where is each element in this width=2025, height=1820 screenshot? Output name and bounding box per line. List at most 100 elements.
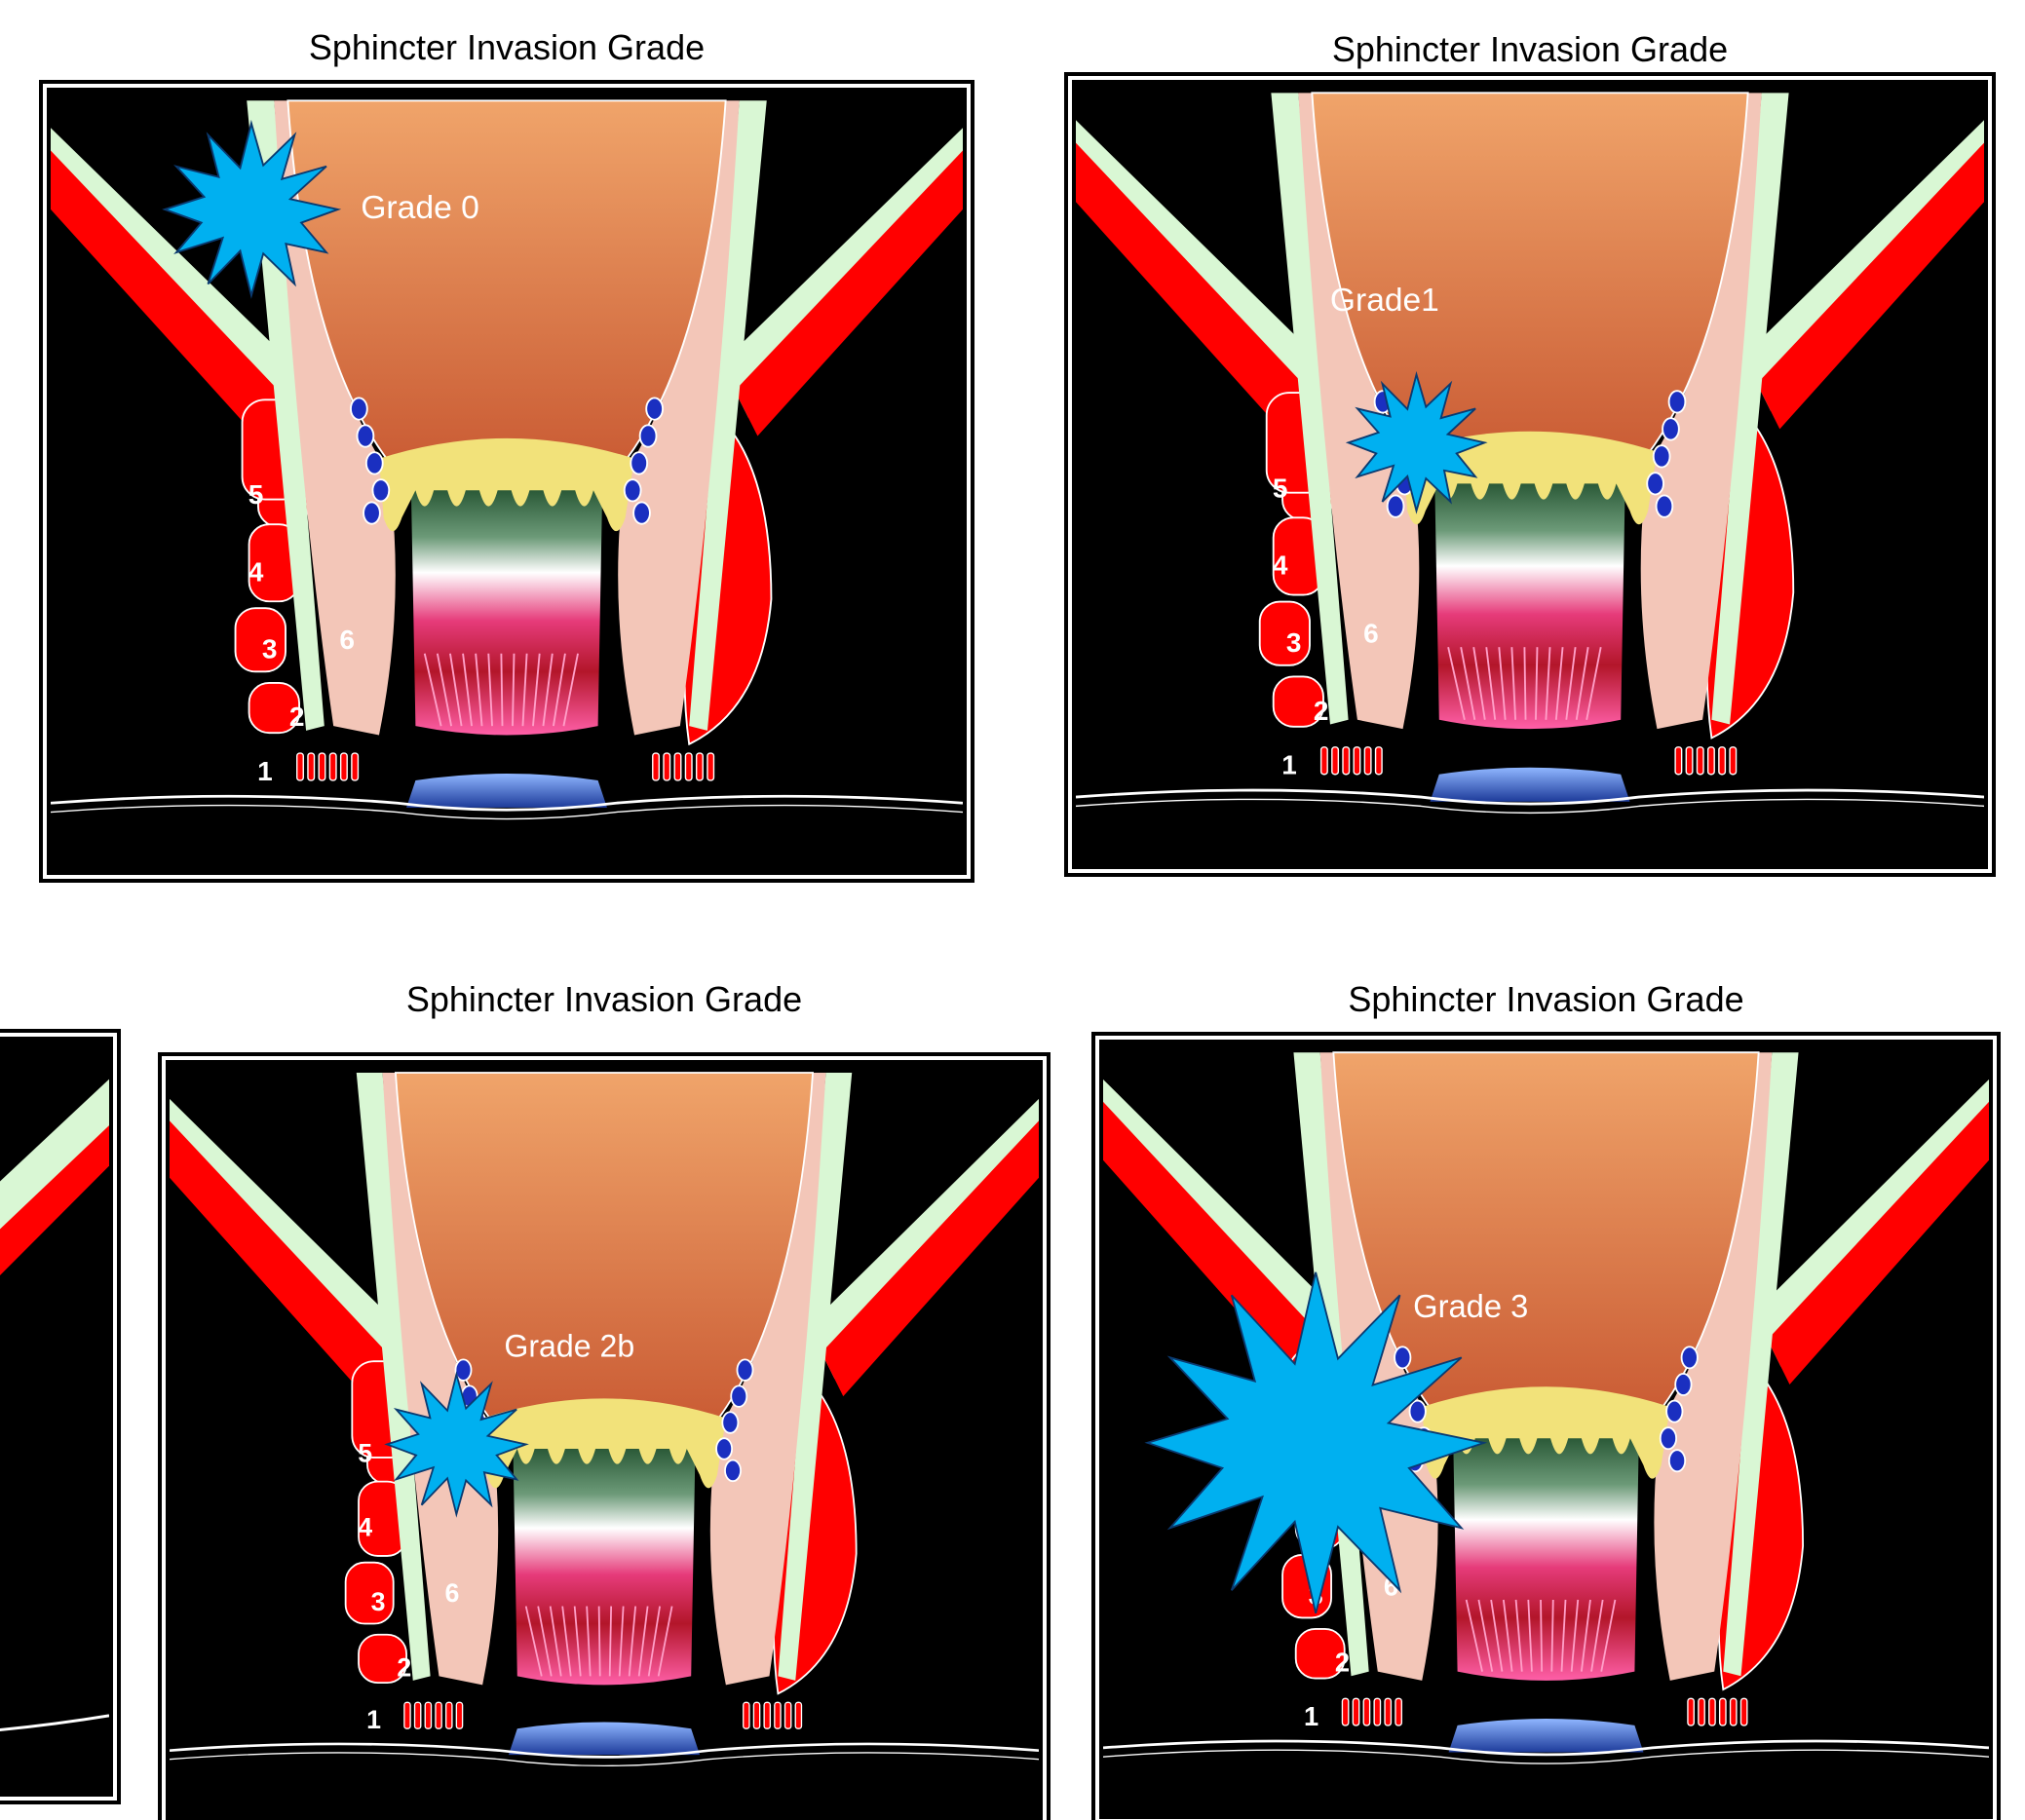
subcutaneous-sphincter-bar bbox=[685, 753, 692, 780]
vascular-cushion bbox=[722, 1412, 738, 1433]
vascular-cushion bbox=[737, 1359, 752, 1381]
panel-grade-2b: Sphincter Invasion Grade 123456Grade 2b bbox=[166, 979, 1043, 1817]
subcutaneous-sphincter-bar bbox=[456, 1702, 462, 1728]
subcutaneous-sphincter-bar bbox=[297, 753, 304, 780]
subcutaneous-sphincter-bar bbox=[1719, 747, 1726, 775]
subcutaneous-sphincter-bar bbox=[1688, 1698, 1694, 1725]
subcutaneous-sphincter-bar bbox=[1364, 747, 1371, 775]
layer-number-5: 5 bbox=[248, 479, 264, 510]
perianal-skin bbox=[1430, 768, 1629, 802]
anatomy-diagram: 12 3 4 5 6 Grade1 bbox=[1076, 84, 1984, 865]
perianal-skin bbox=[1449, 1719, 1644, 1753]
layer-number-2: 2 bbox=[1335, 1647, 1350, 1677]
panel-title: Sphincter Invasion Grade bbox=[166, 979, 1043, 1020]
subcutaneous-sphincter-bar bbox=[1342, 1698, 1348, 1725]
vascular-cushion bbox=[1682, 1346, 1698, 1368]
vascular-cushion bbox=[1388, 495, 1404, 516]
subcutaneous-sphincter-bar bbox=[1321, 747, 1328, 775]
left-external-sphincter-segment bbox=[1260, 602, 1310, 665]
subcutaneous-sphincter-bar bbox=[707, 753, 714, 780]
subcutaneous-sphincter-bar bbox=[1709, 1698, 1715, 1725]
vascular-cushion bbox=[1657, 495, 1673, 516]
diagram-frame: 12 3 4 5 6 Grade1 bbox=[1072, 80, 1988, 869]
vascular-cushion bbox=[357, 425, 373, 446]
layer-number-5: 5 bbox=[358, 1438, 372, 1467]
subcutaneous-sphincter-bar bbox=[308, 753, 315, 780]
subcutaneous-sphincter-bar bbox=[1354, 747, 1360, 775]
vascular-cushion bbox=[372, 479, 389, 501]
perianal-skin bbox=[509, 1723, 700, 1756]
vascular-cushion bbox=[363, 502, 380, 523]
vascular-cushion bbox=[1661, 1427, 1676, 1449]
layer-number-4: 4 bbox=[1273, 550, 1288, 581]
canal-striation bbox=[501, 654, 502, 726]
layer-number-1: 1 bbox=[257, 756, 273, 786]
subcutaneous-sphincter-bar bbox=[341, 753, 348, 780]
subcutaneous-sphincter-bar bbox=[1740, 1698, 1746, 1725]
subcutaneous-sphincter-bar bbox=[674, 753, 681, 780]
subcutaneous-sphincter-bar bbox=[1376, 747, 1383, 775]
subcutaneous-sphincter-bar bbox=[775, 1702, 781, 1728]
subcutaneous-sphincter-bar bbox=[653, 753, 660, 780]
layer-number-5: 5 bbox=[1273, 473, 1288, 503]
grade-label: Grade 3 bbox=[1413, 1288, 1528, 1324]
vascular-cushion bbox=[1662, 418, 1679, 439]
grade-label: Grade1 bbox=[1330, 283, 1439, 319]
subcutaneous-sphincter-bar bbox=[744, 1702, 749, 1728]
vascular-cushion bbox=[1666, 1401, 1682, 1422]
vascular-cushion bbox=[1669, 1450, 1685, 1471]
subcutaneous-sphincter-bar bbox=[1363, 1698, 1369, 1725]
vascular-cushion bbox=[640, 425, 657, 446]
layer-number-1: 1 bbox=[1281, 750, 1297, 780]
subcutaneous-sphincter-bar bbox=[1343, 747, 1350, 775]
vascular-cushion bbox=[1675, 1374, 1691, 1395]
panel-partial-left bbox=[0, 1037, 113, 1797]
diagram-frame bbox=[0, 1037, 113, 1797]
canal-striation bbox=[599, 1607, 600, 1677]
layer-number-2: 2 bbox=[1314, 696, 1329, 726]
perianal-skin bbox=[406, 774, 607, 808]
subcutaneous-sphincter-bar bbox=[1730, 747, 1737, 775]
vascular-cushion bbox=[625, 479, 641, 501]
panel-grade-3: Sphincter Invasion Grade 123456Grade 3 bbox=[1099, 979, 1993, 1817]
layer-number-6: 6 bbox=[339, 625, 355, 655]
vascular-cushion bbox=[1410, 1401, 1426, 1422]
grade-label: Grade 2b bbox=[504, 1329, 634, 1364]
subcutaneous-sphincter-bar bbox=[329, 753, 336, 780]
subcutaneous-sphincter-bar bbox=[1353, 1698, 1358, 1725]
canal-striation bbox=[1524, 647, 1525, 720]
vascular-cushion bbox=[1395, 1346, 1410, 1368]
layer-number-3: 3 bbox=[1286, 627, 1302, 658]
vascular-cushion bbox=[351, 398, 367, 419]
layer-number-6: 6 bbox=[444, 1578, 459, 1608]
subcutaneous-sphincter-bar bbox=[1697, 747, 1703, 775]
subcutaneous-sphincter-bar bbox=[764, 1702, 770, 1728]
vascular-cushion bbox=[366, 452, 383, 474]
vascular-cushion bbox=[1654, 445, 1670, 467]
layer-number-4: 4 bbox=[358, 1513, 372, 1542]
layer-number-2: 2 bbox=[289, 701, 305, 732]
subcutaneous-sphincter-bar bbox=[664, 753, 670, 780]
panel-title: Sphincter Invasion Grade bbox=[1072, 29, 1988, 70]
subcutaneous-sphincter-bar bbox=[446, 1702, 452, 1728]
left-external-sphincter-segment bbox=[236, 608, 286, 671]
vascular-cushion bbox=[1647, 473, 1663, 494]
subcutaneous-sphincter-bar bbox=[1385, 1698, 1391, 1725]
subcutaneous-sphincter-bar bbox=[425, 1702, 431, 1728]
anal-canal bbox=[411, 481, 603, 735]
subcutaneous-sphincter-bar bbox=[352, 753, 359, 780]
panel-title: Sphincter Invasion Grade bbox=[47, 27, 967, 68]
vascular-cushion bbox=[633, 502, 650, 523]
anatomy-diagram: 123456Grade 2b bbox=[170, 1064, 1039, 1816]
subcutaneous-sphincter-bar bbox=[1332, 747, 1339, 775]
subcutaneous-sphincter-bar bbox=[753, 1702, 759, 1728]
layer-number-6: 6 bbox=[1363, 619, 1379, 649]
anatomy-diagram: 123456Grade 0 bbox=[51, 92, 963, 871]
vascular-cushion bbox=[731, 1385, 746, 1407]
vascular-cushion bbox=[630, 452, 647, 474]
vascular-cushion bbox=[725, 1460, 741, 1482]
subcutaneous-sphincter-bar bbox=[785, 1702, 791, 1728]
vascular-cushion bbox=[1669, 391, 1686, 412]
